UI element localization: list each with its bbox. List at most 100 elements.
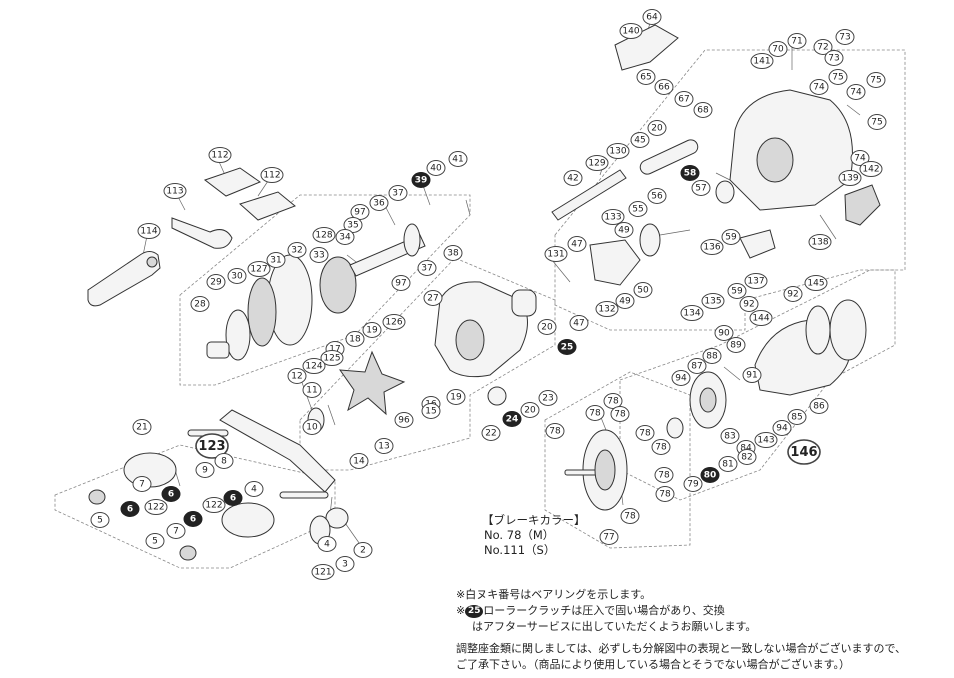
- callout-bubble: [426, 160, 446, 176]
- callout-37: 37: [417, 260, 437, 276]
- callout-number: 28: [194, 300, 206, 310]
- callout-47: 47: [567, 236, 587, 252]
- callout-number: 97: [354, 208, 365, 218]
- callout-11: 11: [302, 382, 322, 398]
- callout-bubble: [544, 246, 568, 262]
- callout-number: 130: [609, 147, 626, 157]
- callout-bubble: [846, 84, 866, 100]
- callout-127: 127: [247, 261, 271, 277]
- callout-28: 28: [190, 296, 210, 312]
- callout-number: 112: [263, 171, 280, 181]
- note-adjust-2: ご了承下さい。（商品により使用している場合とそうでない場合がございます。）: [456, 658, 851, 671]
- callout-bubble: [701, 293, 725, 309]
- callout-number: 7: [173, 527, 179, 537]
- callout-79: 79: [683, 476, 703, 492]
- callout-number: 29: [210, 278, 222, 288]
- callout-number: 136: [703, 243, 720, 253]
- callout-number: 47: [571, 240, 582, 250]
- callout-number: 65: [640, 73, 651, 83]
- callout-number: 34: [339, 233, 351, 243]
- callout-bubble: [754, 432, 778, 448]
- callout-bubble: [388, 185, 408, 201]
- callout-7: 7: [132, 476, 152, 492]
- knob-cap-lower-part: [179, 545, 197, 561]
- callout-number: 20: [541, 323, 553, 333]
- roller-clutch-part: [511, 289, 537, 317]
- callout-number: 126: [385, 318, 402, 328]
- callout-130: 130: [606, 143, 630, 159]
- callout-bubble: [557, 339, 577, 355]
- callout-number: 17: [329, 345, 340, 355]
- callout-number: 31: [270, 256, 281, 266]
- callout-number: 39: [415, 176, 428, 186]
- callout-bubble: [772, 420, 792, 436]
- frame-bore-part: [455, 319, 485, 361]
- callout-bubble: [144, 499, 168, 515]
- callout-number: 78: [639, 429, 651, 439]
- callout-bubble: [423, 290, 443, 306]
- callout-bubble: [206, 274, 226, 290]
- callout-9: 9: [195, 462, 215, 478]
- callout-81: 81: [718, 456, 738, 472]
- callout-number: 19: [450, 393, 462, 403]
- callout-number: 81: [722, 460, 733, 470]
- callout-96: 96: [394, 412, 414, 428]
- callout-number: 37: [421, 264, 432, 274]
- callout-59: 59: [727, 283, 747, 299]
- callout-88: 88: [702, 348, 722, 364]
- callout-bubble: [309, 247, 329, 263]
- callout-bubble: [195, 433, 229, 459]
- callout-8: 8: [214, 453, 234, 469]
- callout-number: 74: [850, 88, 862, 98]
- callout-number: 59: [725, 233, 737, 243]
- callout-bubble: [132, 419, 152, 435]
- callout-number: 5: [97, 516, 103, 526]
- callout-12: 12: [287, 368, 307, 384]
- callout-number: 9: [202, 466, 208, 476]
- callout-number: 45: [634, 136, 645, 146]
- callout-bubble: [808, 234, 832, 250]
- callout-bubble: [391, 275, 411, 291]
- star-drag-part: [338, 350, 406, 416]
- callout-bubble: [850, 150, 870, 166]
- callout-number: 78: [659, 490, 671, 500]
- callout-6: 6: [183, 511, 203, 527]
- callout-142: 142: [859, 161, 883, 177]
- callout-55: 55: [628, 201, 648, 217]
- callout-number: 33: [313, 251, 324, 261]
- callout-6: 6: [120, 501, 140, 517]
- callout-72: 72: [813, 39, 833, 55]
- note-clutch-prefix: ※: [456, 604, 466, 617]
- callout-number: 15: [425, 407, 436, 417]
- gear-bushing-part: [206, 341, 230, 359]
- callout-21: 21: [132, 419, 152, 435]
- gear-group-outline: [179, 194, 471, 386]
- callout-bubble: [247, 261, 271, 277]
- callout-78: 78: [610, 406, 630, 422]
- callout-number: 6: [190, 515, 196, 525]
- callout-number: 56: [651, 192, 663, 202]
- callout-123: 123: [195, 433, 229, 459]
- callout-bubble: [700, 467, 720, 483]
- callout-number: 135: [704, 297, 721, 307]
- callout-bubble: [633, 282, 653, 298]
- callout-number: 67: [678, 95, 689, 105]
- callout-15: 15: [421, 403, 441, 419]
- callout-number: 21: [136, 423, 147, 433]
- callout-78: 78: [545, 423, 565, 439]
- callout-bubble: [520, 402, 540, 418]
- callout-bubble: [614, 222, 634, 238]
- callout-bubble: [742, 367, 762, 383]
- callout-number: 132: [598, 305, 615, 315]
- callout-97: 97: [391, 275, 411, 291]
- callout-82: 82: [737, 449, 757, 465]
- callout-bubble: [585, 405, 605, 421]
- callout-number: 145: [807, 279, 824, 289]
- guide-pipe-part: [639, 139, 699, 175]
- callout-bubble: [824, 50, 844, 66]
- callout-number: 35: [347, 221, 358, 231]
- callout-18: 18: [345, 331, 365, 347]
- callout-124: 124: [302, 358, 326, 374]
- callout-128: 128: [312, 227, 336, 243]
- callout-112: 112: [208, 147, 232, 163]
